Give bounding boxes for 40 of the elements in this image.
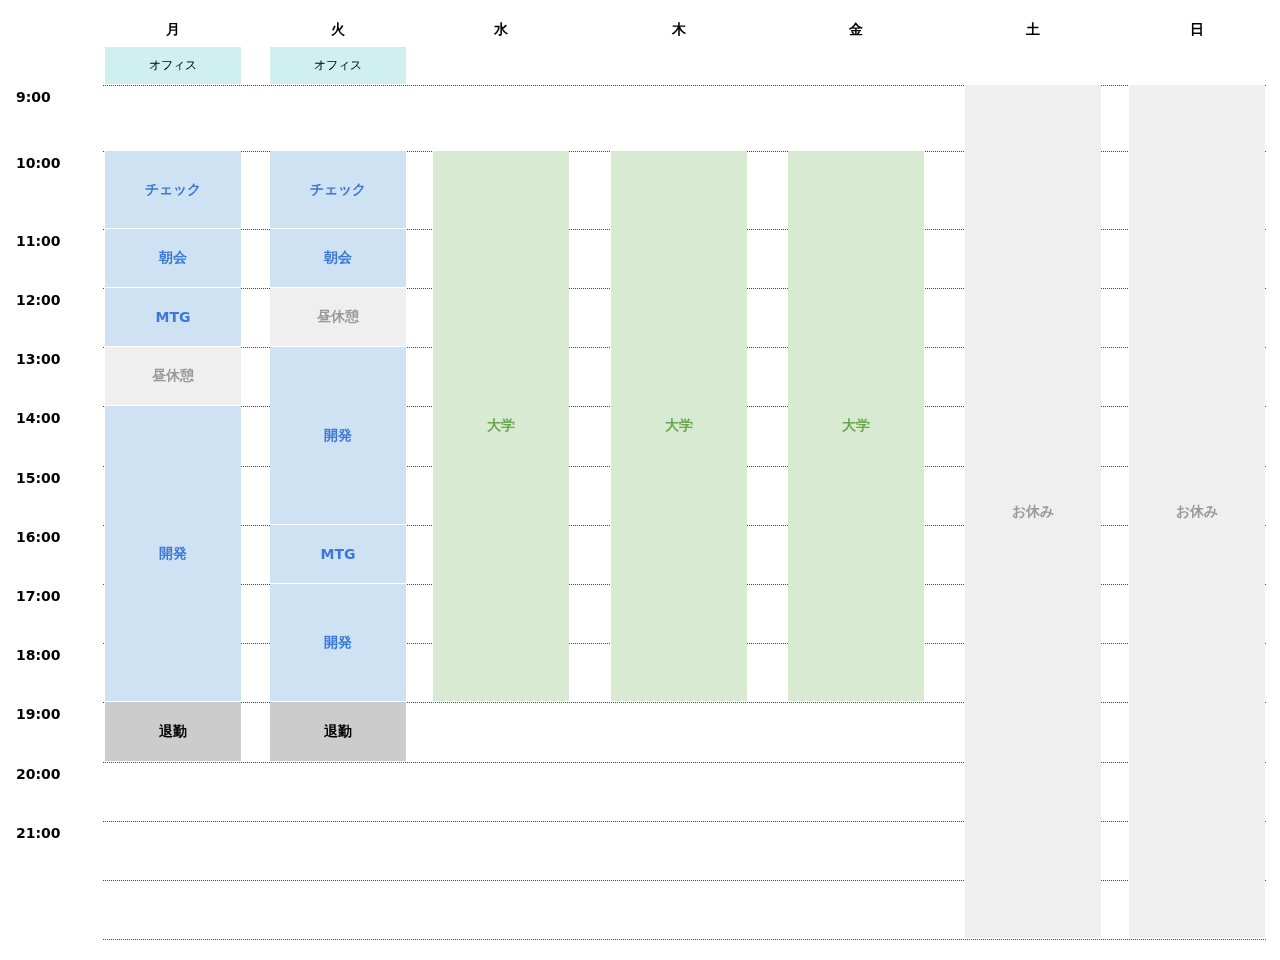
leave-event: 退勤 <box>270 702 406 762</box>
time-label: 14:00 <box>16 410 61 426</box>
day-label: 土 <box>1025 21 1041 39</box>
work-event: MTG <box>105 288 241 347</box>
work-event: 開発 <box>105 406 241 702</box>
work-event: MTG <box>270 525 406 584</box>
work-event: 朝会 <box>270 229 406 288</box>
time-label: 15:00 <box>16 470 61 486</box>
time-label: 12:00 <box>16 292 61 308</box>
work-event: 開発 <box>270 347 406 525</box>
time-label: 18:00 <box>16 647 61 663</box>
time-label: 21:00 <box>16 825 61 841</box>
day-label: 月 <box>165 21 181 39</box>
day-label: 木 <box>671 21 687 39</box>
time-label: 13:00 <box>16 351 61 367</box>
university-event: 大学 <box>788 151 924 702</box>
work-event: 開発 <box>270 584 406 702</box>
day-label: 水 <box>493 21 509 39</box>
time-label: 11:00 <box>16 233 61 249</box>
work-event: 朝会 <box>105 229 241 288</box>
leave-event: 退勤 <box>105 702 241 762</box>
time-label: 20:00 <box>16 766 61 782</box>
university-event: 大学 <box>433 151 569 702</box>
day-label: 日 <box>1189 21 1205 39</box>
time-label: 10:00 <box>16 155 61 171</box>
day-off-block: お休み <box>965 85 1101 939</box>
break-event: 昼休憩 <box>105 347 241 406</box>
time-label: 19:00 <box>16 706 61 722</box>
work-event: チェック <box>270 151 406 229</box>
time-label: 16:00 <box>16 529 61 545</box>
university-event: 大学 <box>611 151 747 702</box>
work-event: チェック <box>105 151 241 229</box>
day-label: 金 <box>848 21 864 39</box>
day-off-block: お休み <box>1129 85 1265 939</box>
break-event: 昼休憩 <box>270 288 406 347</box>
location-tag: オフィス <box>270 47 406 85</box>
time-label: 9:00 <box>16 89 51 105</box>
time-label: 17:00 <box>16 588 61 604</box>
day-label: 火 <box>330 21 346 39</box>
location-tag: オフィス <box>105 47 241 85</box>
